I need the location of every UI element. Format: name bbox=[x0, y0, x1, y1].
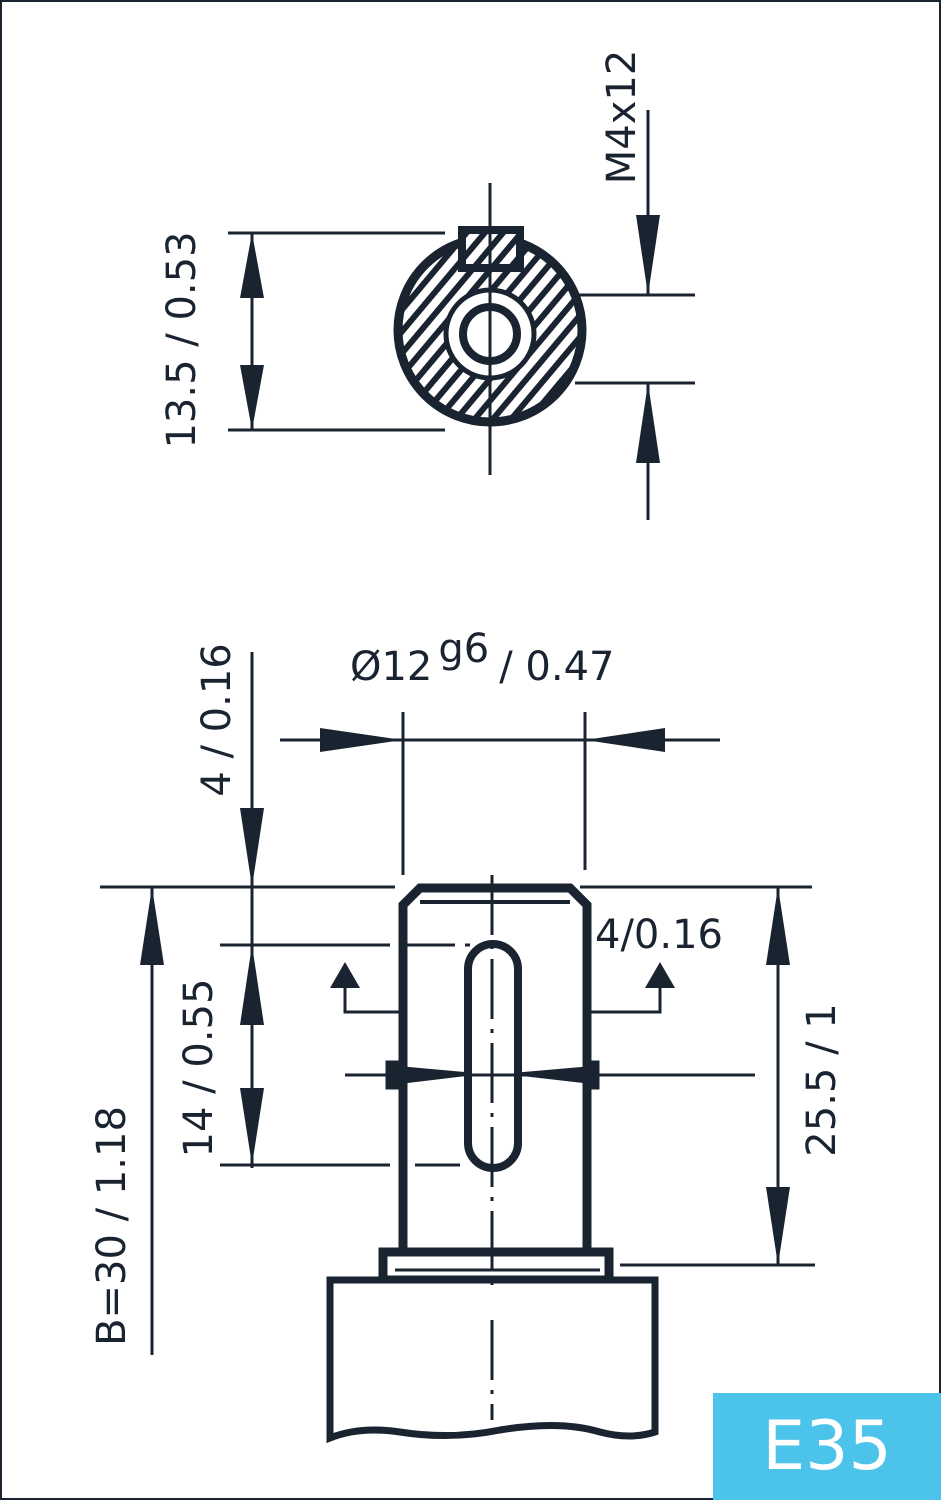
arrow-up bbox=[240, 233, 264, 298]
label-b-length: B=30 / 1.18 bbox=[89, 1106, 135, 1346]
arrow-down bbox=[636, 215, 660, 295]
section-arrow-right bbox=[645, 962, 675, 988]
section-markers bbox=[343, 985, 662, 1014]
label-shaft-length: 25.5 / 1 bbox=[799, 1003, 845, 1156]
arrow-up bbox=[766, 887, 790, 965]
label-thread: M4x12 bbox=[599, 50, 645, 185]
model-badge: E35 bbox=[713, 1393, 941, 1500]
arrow-down bbox=[240, 365, 264, 430]
arrow-up bbox=[140, 887, 164, 965]
label-top-height: 13.5 / 0.53 bbox=[159, 231, 205, 448]
shaft-cross-section bbox=[393, 183, 587, 475]
section-cut-line bbox=[345, 1060, 755, 1090]
arrow-left bbox=[585, 728, 665, 752]
label-key-length: 14 / 0.55 bbox=[176, 979, 222, 1158]
arrow-up bbox=[240, 945, 264, 1025]
shaft-side-view bbox=[326, 875, 659, 1444]
label-key-offset: 4/0.16 bbox=[595, 912, 723, 958]
label-top-offset: 4 / 0.16 bbox=[194, 643, 240, 796]
arrow-down bbox=[240, 1088, 264, 1165]
arrow-down bbox=[240, 808, 264, 887]
dimension-arrows bbox=[140, 215, 790, 1265]
section-arrow-left bbox=[330, 962, 360, 988]
arrow-right bbox=[320, 728, 403, 752]
arrow-up bbox=[636, 383, 660, 463]
arrow-down bbox=[766, 1187, 790, 1265]
